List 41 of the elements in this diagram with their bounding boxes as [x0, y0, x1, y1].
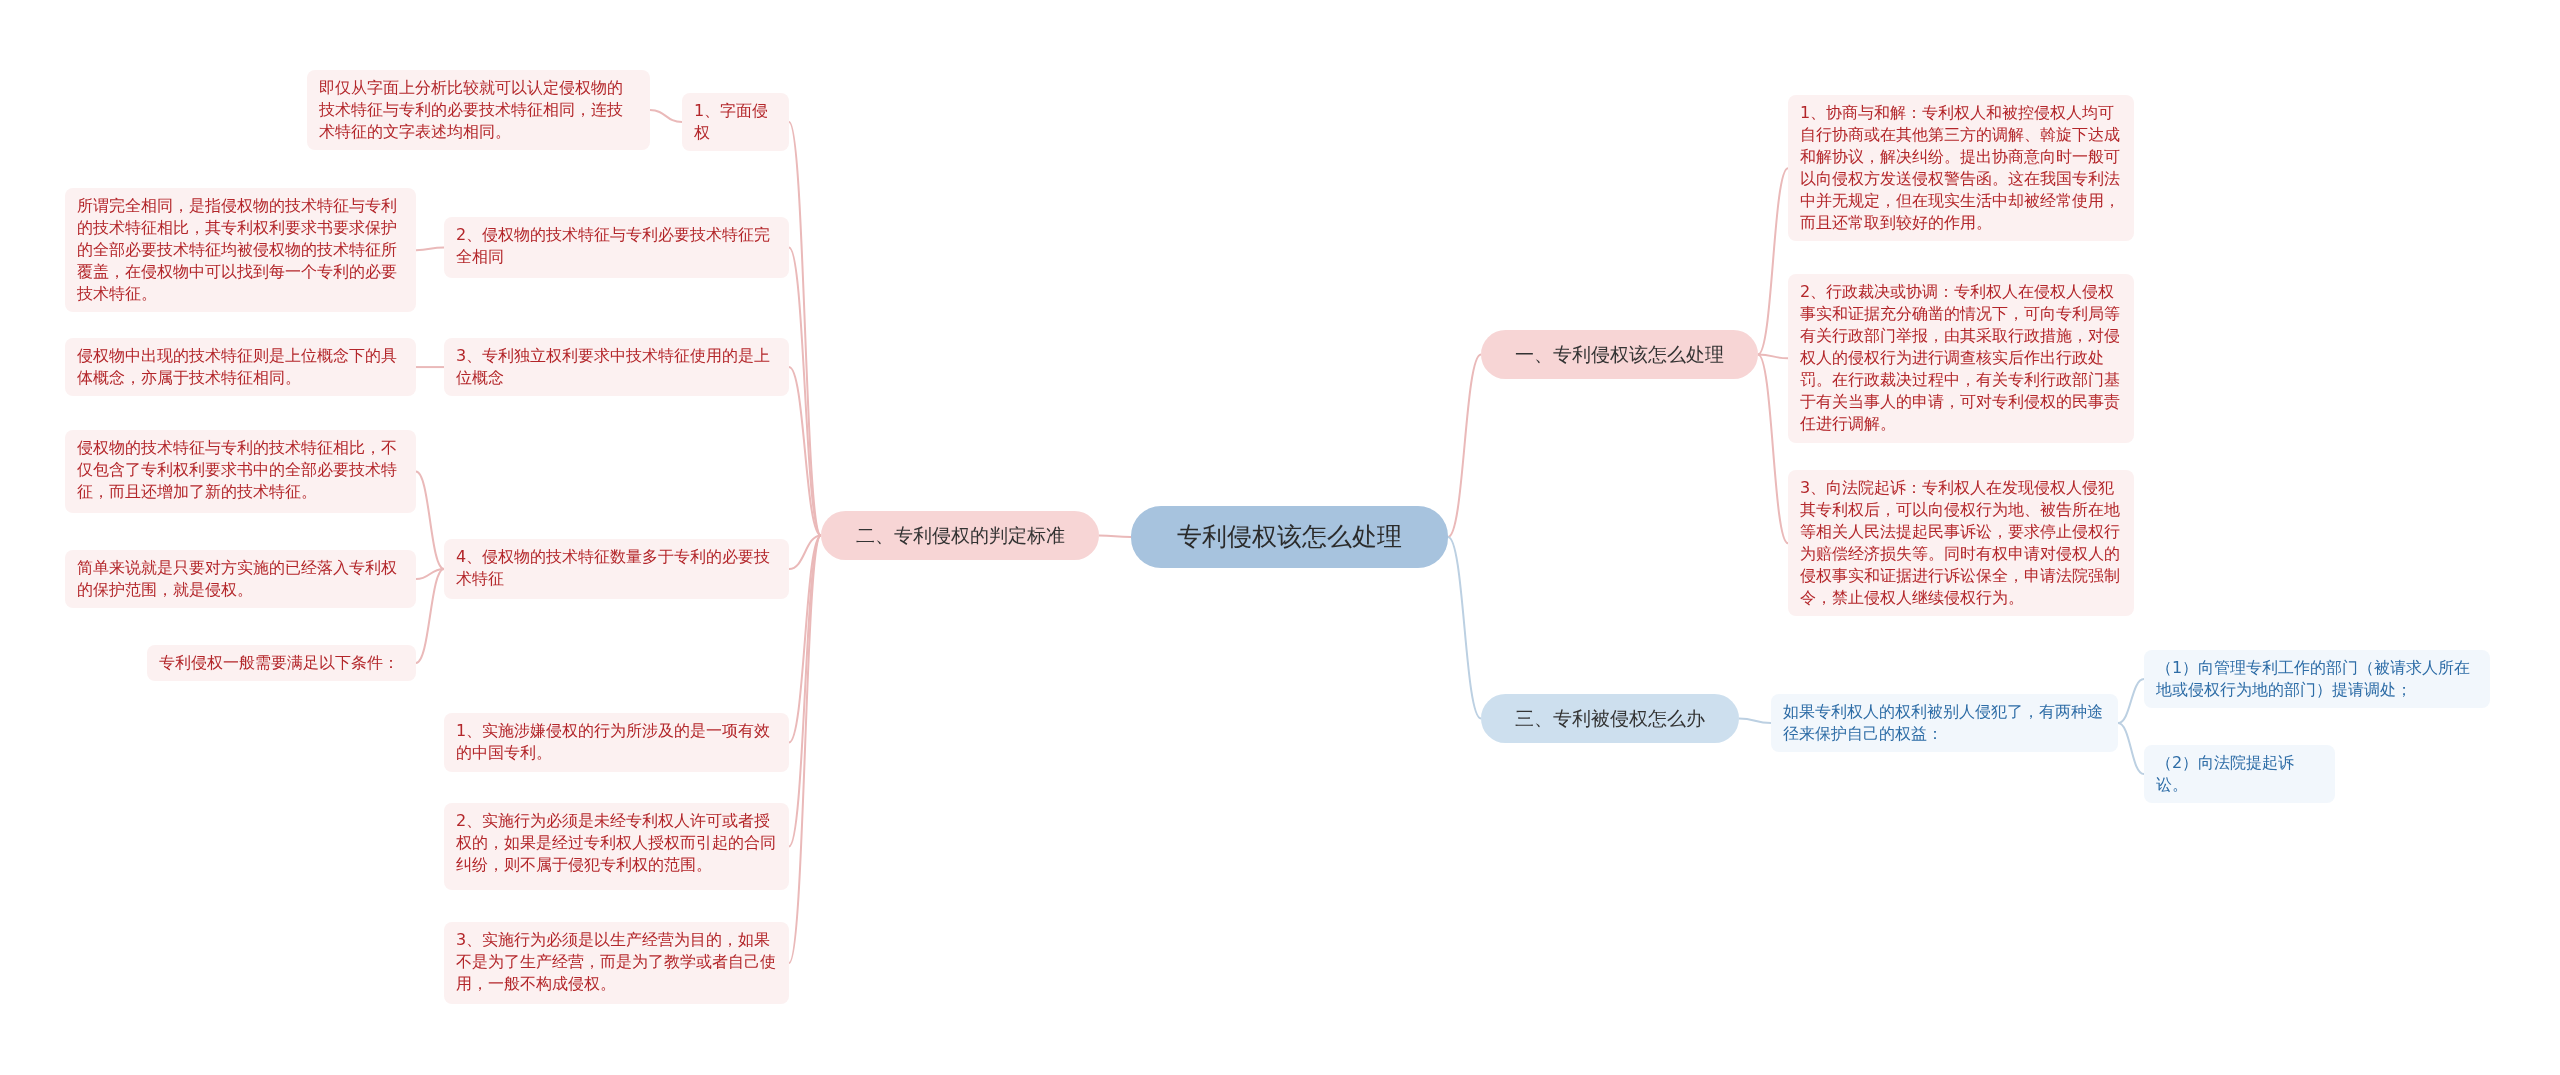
connector-line	[1757, 353, 1789, 360]
connector-line	[415, 568, 445, 665]
connector-line	[788, 534, 822, 744]
connector-line	[1447, 353, 1482, 538]
connector-line	[788, 534, 822, 570]
connector-line	[2117, 678, 2145, 725]
connector-line	[1738, 717, 1772, 725]
connector-line	[2117, 722, 2145, 776]
topic-card: 2、实施行为必须是未经专利权人许可或者授权的，如果是经过专利权人授权而引起的合同纠纷，则不属于侵犯专利权的范围。	[444, 803, 789, 890]
topic-card: 2、行政裁决或协调：专利权人在侵权人侵权事实和证据充分确凿的情况下，可向专利局等有关行政部门举报，由其采取行政措施，对侵权人的侵权行为进行调查核实后作出行政处罚。在行政裁决过程中，有关专利行政部门基于有关当事人的申请，可对专利侵权的民事责任进行调解。	[1788, 274, 2134, 443]
connector-line	[415, 246, 445, 252]
topic-card: 1、字面侵权	[682, 93, 789, 152]
connector-line	[1447, 536, 1482, 720]
topic-card: 3、向法院起诉：专利权人在发现侵权人侵犯其专利权后，可以向侵权行为地、被告所在地等相关人民法提起民事诉讼，要求停止侵权行为赔偿经济损失等。同时有权申请对侵权人的侵权事实和证据进行诉讼保全，申请法院强制令，禁止侵权人继续侵权行为。	[1788, 470, 2134, 617]
central-topic: 专利侵权该怎么处理	[1131, 506, 1448, 568]
topic-card: 4、侵权物的技术特征数量多于专利的必要技术特征	[444, 539, 789, 599]
topic-card: 如果专利权人的权利被别人侵犯了，有两种途径来保护自己的权益：	[1771, 694, 2118, 753]
topic-card: （2）向法院提起诉讼。	[2144, 745, 2335, 804]
topic-card: 所谓完全相同，是指侵权物的技术特征与专利的技术特征相比，其专利权利要求书要求保护的全部必要技术特征均被侵权物的技术特征所覆盖，在侵权物中可以找到每一个专利的必要技术特征。	[65, 188, 416, 313]
branch-topic: 二、专利侵权的判定标准	[821, 511, 1099, 560]
connector-line	[649, 109, 683, 124]
connector-line	[1757, 353, 1789, 545]
topic-card: 即仅从字面上分析比较就可以认定侵权物的技术特征与专利的必要技术特征相同，连技术特征的文字表述均相同。	[307, 70, 650, 151]
topic-card: 侵权物的技术特征与专利的技术特征相比，不仅包含了专利权利要求书中的全部必要技术特征，而且还增加了新的技术特征。	[65, 430, 416, 513]
topic-card: 侵权物中出现的技术特征则是上位概念下的具体概念，亦属于技术特征相同。	[65, 338, 416, 397]
topic-card: 简单来说就是只要对方实施的已经落入专利权的保护范围，就是侵权。	[65, 550, 416, 609]
topic-card: 1、实施涉嫌侵权的行为所涉及的是一项有效的中国专利。	[444, 713, 789, 772]
connector-line	[1757, 167, 1789, 356]
connector-line	[788, 366, 822, 537]
connector-line	[415, 366, 445, 369]
connector-line	[415, 470, 445, 570]
topic-card: 3、专利独立权利要求中技术特征使用的是上位概念	[444, 338, 789, 397]
topic-card: 1、协商与和解：专利权人和被控侵权人均可自行协商或在其他第三方的调解、斡旋下达成和解协议，解决纠纷。提出协商意向时一般可以向侵权方发送侵权警告函。这在我国专利法中并无规定，但在现实生活中却被经常使用，而且还常取到较好的作用。	[1788, 95, 2134, 242]
connector-line	[1098, 534, 1132, 538]
branch-topic: 一、专利侵权该怎么处理	[1481, 330, 1758, 379]
branch-topic: 三、专利被侵权怎么办	[1481, 694, 1739, 743]
topic-card: 3、实施行为必须是以生产经营为目的，如果不是为了生产经营，而是为了教学或者自己使用，一般不构成侵权。	[444, 922, 789, 1004]
connector-line	[788, 534, 822, 964]
topic-card: 专利侵权一般需要满足以下条件：	[147, 645, 416, 682]
topic-card: 2、侵权物的技术特征与专利必要技术特征完全相同	[444, 217, 789, 278]
topic-card: （1）向管理专利工作的部门（被请求人所在地或侵权行为地的部门）提请调处；	[2144, 650, 2490, 709]
